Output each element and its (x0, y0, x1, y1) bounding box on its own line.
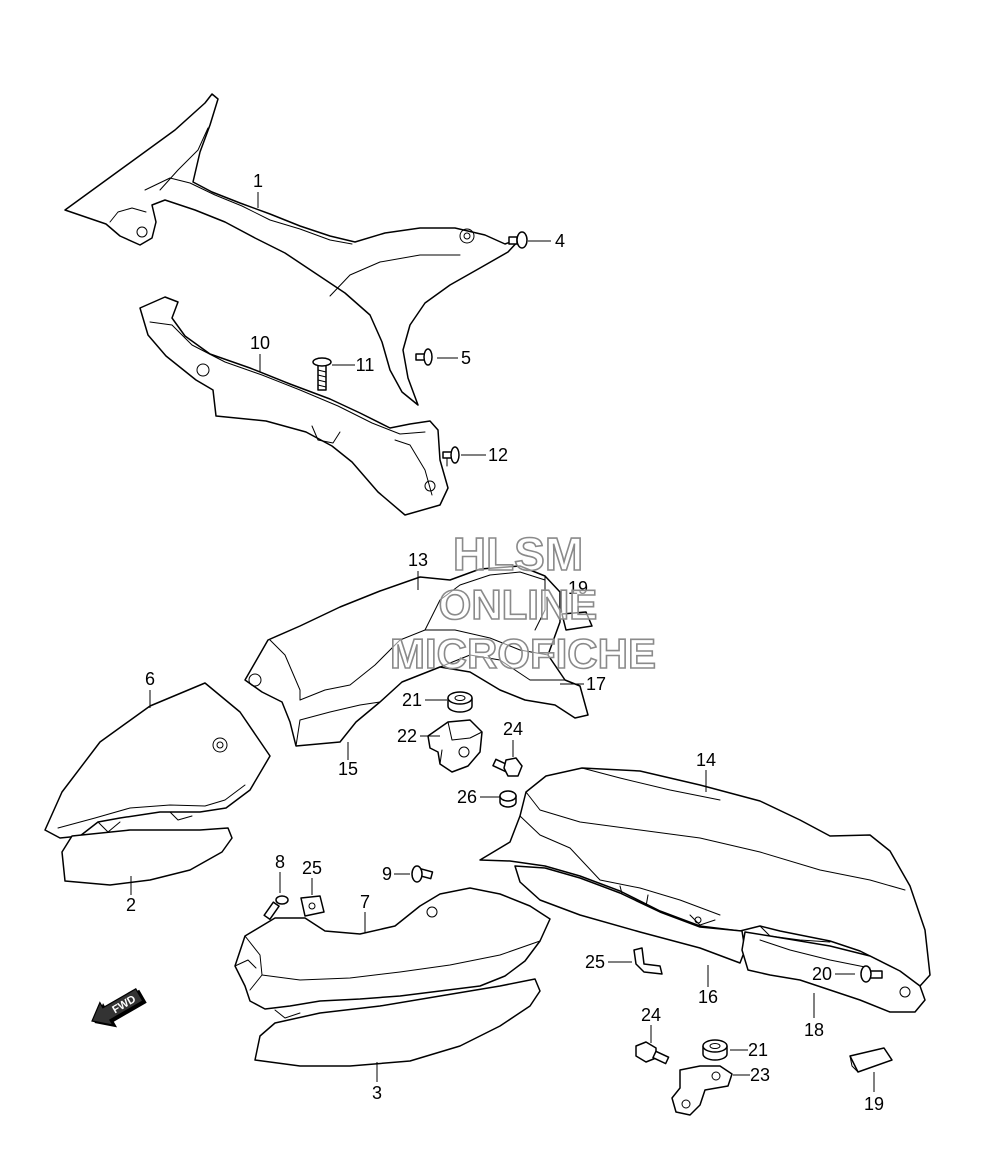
bolt-24-lower (635, 1041, 670, 1065)
screw-20 (860, 965, 883, 983)
callout-23: 23 (750, 1065, 770, 1085)
part-lower-cover-lower (254, 978, 541, 1067)
callout-3: 3 (372, 1083, 382, 1103)
watermark-line-3: MICROFICHE (390, 630, 656, 677)
callout-25-upper: 25 (302, 858, 322, 878)
part-lower-cover-upper (234, 887, 551, 1019)
callout-21-upper: 21 (402, 690, 422, 710)
callout-6: 6 (145, 669, 155, 689)
screw-4 (508, 231, 528, 249)
callout-24-lower: 24 (641, 1005, 661, 1025)
callouts: 1 4 10 11 5 12 13 19 17 21 22 24 15 6 26… (126, 171, 884, 1114)
part-center-duct (244, 565, 589, 747)
callout-14: 14 (696, 750, 716, 770)
callout-19-lower: 19 (864, 1094, 884, 1114)
callout-21-lower: 21 (748, 1040, 768, 1060)
clip-25-lower (633, 947, 663, 975)
nut-26 (499, 790, 517, 808)
watermark-line-1: HLSM (453, 528, 583, 580)
part-left-cover-lower (61, 827, 233, 886)
clip-25-upper (300, 895, 325, 917)
rivet-12 (442, 446, 460, 467)
pad-19-upper (561, 611, 593, 631)
callout-8: 8 (275, 852, 285, 872)
callout-17: 17 (586, 674, 606, 694)
part-right-cover (479, 767, 931, 987)
bracket-23 (671, 1065, 733, 1116)
screw-9 (411, 865, 434, 883)
fwd-arrow-icon: FWD (91, 987, 147, 1028)
callout-20: 20 (812, 964, 832, 984)
callout-7: 7 (360, 892, 370, 912)
callout-10: 10 (250, 333, 270, 353)
grommet-21-upper (447, 691, 473, 713)
callout-16: 16 (698, 987, 718, 1007)
callout-22: 22 (397, 726, 417, 746)
callout-26: 26 (457, 787, 477, 807)
callout-5: 5 (461, 348, 471, 368)
bracket-22 (427, 719, 483, 773)
bolt-24-upper (492, 757, 523, 777)
part-lower-shell (139, 296, 449, 516)
callout-4: 4 (555, 231, 565, 251)
leader-lines (130, 192, 875, 1092)
callout-1: 1 (253, 171, 263, 191)
grommet-21-lower (702, 1039, 728, 1061)
part-upper-shell (64, 93, 522, 406)
screw-8 (263, 895, 289, 921)
callout-13: 13 (408, 550, 428, 570)
callout-24-upper: 24 (503, 719, 523, 739)
screw-11 (312, 357, 332, 391)
rivet-5 (415, 348, 433, 366)
callout-18: 18 (804, 1020, 824, 1040)
part-rear-cover-18 (741, 931, 926, 1013)
callout-2: 2 (126, 895, 136, 915)
callout-9: 9 (382, 864, 392, 884)
watermark: HLSM ONLINE MICROFICHE (389, 527, 657, 678)
part-left-cover-upper (44, 682, 271, 839)
pad-19-lower (849, 1047, 893, 1073)
callout-15: 15 (338, 759, 358, 779)
callout-12: 12 (488, 445, 508, 465)
callout-25-lower: 25 (585, 952, 605, 972)
watermark-line-2: ONLINE (439, 581, 598, 628)
callout-11: 11 (356, 355, 375, 375)
callout-19-upper: 19 (568, 578, 588, 598)
